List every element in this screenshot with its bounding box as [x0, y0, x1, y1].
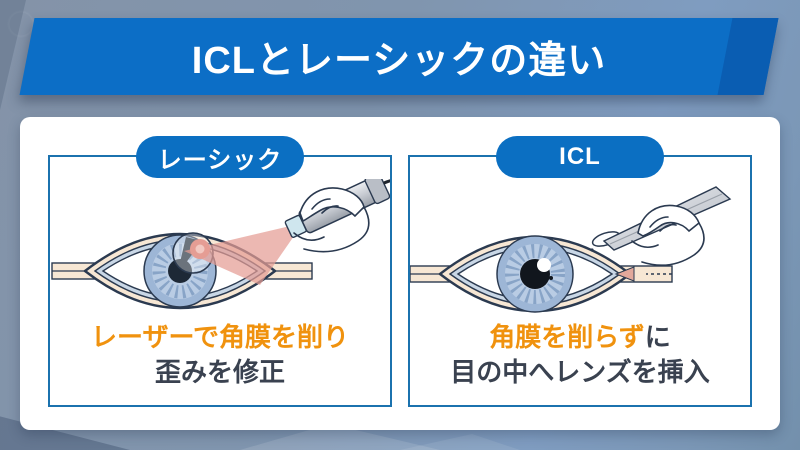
title-banner: ICLとレーシックの違い	[19, 18, 779, 95]
lasik-caption: レーザーで角膜を削り 歪みを修正	[50, 320, 390, 390]
icl-caption: 角膜を削らずに 目の中へレンズを挿入	[410, 320, 750, 390]
icl-caption-line1: 角膜を削らずに	[489, 322, 671, 352]
icl-label-pill: ICL	[496, 136, 664, 178]
lasik-caption-line1: レーザーで角膜を削り	[91, 322, 349, 352]
icl-caption-line2: 目の中へレンズを挿入	[450, 357, 710, 387]
comparison-card: レーシック	[20, 117, 780, 430]
eye	[410, 235, 673, 313]
lasik-label-pill: レーシック	[136, 136, 304, 178]
pupil	[168, 259, 192, 283]
panel-lasik: レーシック	[48, 136, 392, 407]
background-triangle-accent	[400, 434, 520, 450]
canthus-accent	[614, 266, 635, 282]
panel-icl: ICL	[408, 136, 752, 407]
lasik-eye-illustration	[51, 179, 390, 310]
cable	[383, 179, 390, 196]
pupil-highlight	[537, 258, 551, 272]
laser-beam	[184, 223, 303, 285]
icl-eye-illustration	[410, 186, 732, 313]
hand	[631, 204, 705, 267]
page-title: ICLとレーシックの違い	[191, 40, 607, 82]
hand	[293, 187, 370, 253]
lasik-caption-line2: 歪みを修正	[154, 357, 285, 387]
